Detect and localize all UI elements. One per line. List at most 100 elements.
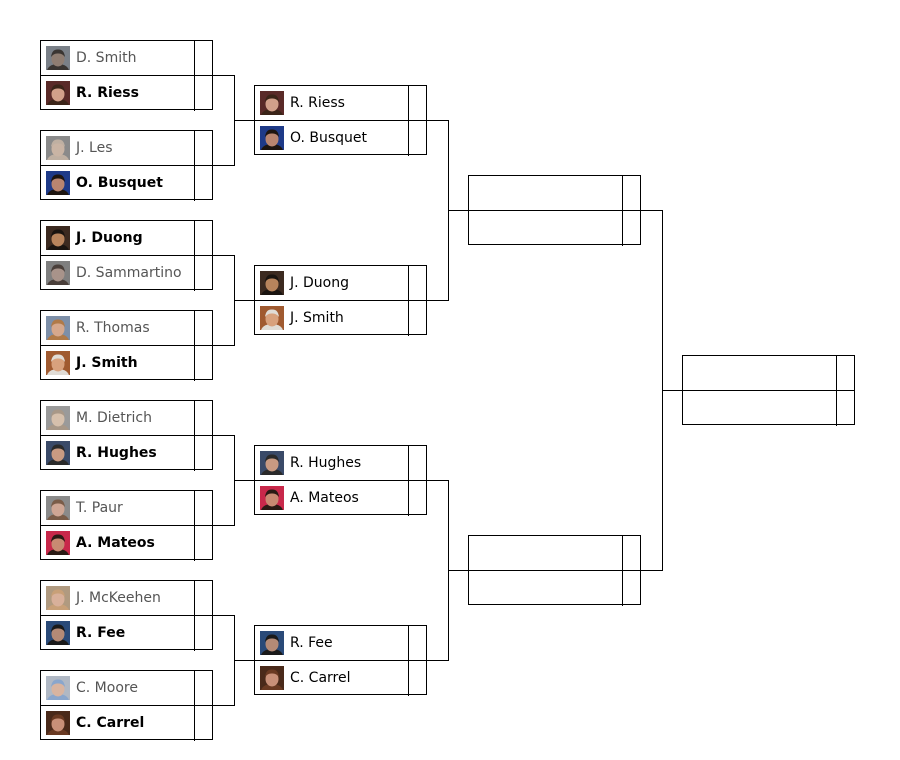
player-slot[interactable]: C. Carrel: [41, 706, 194, 741]
match-box: J. Duong J. Smith: [254, 265, 427, 336]
player-name: J. Les: [76, 140, 113, 156]
score-cell: [408, 481, 426, 516]
player-avatar: [46, 586, 70, 610]
player-slot[interactable]: [469, 211, 622, 246]
player-slot[interactable]: R. Hughes: [255, 446, 408, 481]
player-avatar: [260, 631, 284, 655]
player-name: D. Sammartino: [76, 265, 182, 281]
player-slot[interactable]: J. Les: [41, 131, 194, 166]
player-slot[interactable]: J. Smith: [255, 301, 408, 336]
player-slot[interactable]: R. Hughes: [41, 436, 194, 471]
player-name: A. Mateos: [290, 490, 359, 506]
player-name: D. Smith: [76, 50, 137, 66]
player-name: R. Riess: [76, 85, 139, 101]
connector-line: [213, 705, 234, 706]
player-slot[interactable]: J. Smith: [41, 346, 194, 381]
connector-line: [641, 570, 662, 571]
player-slot[interactable]: R. Thomas: [41, 311, 194, 346]
player-name: J. Duong: [290, 275, 350, 291]
player-slot[interactable]: [469, 536, 622, 571]
player-avatar: [46, 316, 70, 340]
player-slot[interactable]: M. Dietrich: [41, 401, 194, 436]
score-cell: [194, 491, 212, 526]
match-box: J. McKeehen R. Fee: [40, 580, 213, 651]
score-cell: [194, 526, 212, 561]
connector-line: [213, 615, 234, 616]
player-slot[interactable]: D. Sammartino: [41, 256, 194, 291]
connector-line: [427, 660, 448, 661]
score-cell: [194, 311, 212, 346]
player-slot[interactable]: R. Fee: [41, 616, 194, 651]
player-slot[interactable]: C. Carrel: [255, 661, 408, 696]
player-slot[interactable]: J. Duong: [41, 221, 194, 256]
player-slot[interactable]: [469, 571, 622, 606]
player-name: R. Fee: [76, 625, 126, 641]
player-avatar: [46, 171, 70, 195]
match-box: R. Riess O. Busquet: [254, 85, 427, 156]
match-box: J. Duong D. Sammartino: [40, 220, 213, 291]
score-cell: [408, 86, 426, 121]
connector-line: [213, 255, 234, 256]
connector-line: [427, 480, 448, 481]
score-cell: [836, 391, 854, 426]
player-avatar: [260, 666, 284, 690]
player-name: R. Thomas: [76, 320, 150, 336]
player-name: R. Hughes: [76, 445, 157, 461]
player-avatar: [46, 621, 70, 645]
match-box: R. Fee C. Carrel: [254, 625, 427, 696]
player-name: J. McKeehen: [76, 590, 161, 606]
player-slot[interactable]: [683, 356, 836, 391]
score-cell: [836, 356, 854, 391]
connector-line: [234, 120, 254, 121]
player-slot[interactable]: R. Riess: [255, 86, 408, 121]
player-avatar: [46, 46, 70, 70]
match-box: [468, 535, 641, 606]
score-cell: [194, 706, 212, 741]
connector-line: [427, 120, 448, 121]
player-slot[interactable]: D. Smith: [41, 41, 194, 76]
score-cell: [194, 221, 212, 256]
player-avatar: [46, 81, 70, 105]
player-slot[interactable]: A. Mateos: [41, 526, 194, 561]
player-slot[interactable]: J. Duong: [255, 266, 408, 301]
player-avatar: [46, 531, 70, 555]
score-cell: [194, 41, 212, 76]
player-avatar: [260, 451, 284, 475]
match-box: C. Moore C. Carrel: [40, 670, 213, 741]
match-box: R. Hughes A. Mateos: [254, 445, 427, 516]
connector-line: [213, 435, 234, 436]
player-slot[interactable]: R. Riess: [41, 76, 194, 111]
player-name: C. Carrel: [290, 670, 351, 686]
player-slot[interactable]: A. Mateos: [255, 481, 408, 516]
player-slot[interactable]: O. Busquet: [41, 166, 194, 201]
player-avatar: [46, 711, 70, 735]
player-avatar: [46, 441, 70, 465]
match-box: R. Thomas J. Smith: [40, 310, 213, 381]
player-slot[interactable]: O. Busquet: [255, 121, 408, 156]
player-name: C. Carrel: [76, 715, 145, 731]
player-slot[interactable]: [469, 176, 622, 211]
score-cell: [622, 536, 640, 571]
score-cell: [408, 446, 426, 481]
connector-line: [213, 75, 234, 76]
player-slot[interactable]: J. McKeehen: [41, 581, 194, 616]
player-slot[interactable]: T. Paur: [41, 491, 194, 526]
score-cell: [194, 436, 212, 471]
player-slot[interactable]: R. Fee: [255, 626, 408, 661]
connector-line: [234, 480, 254, 481]
score-cell: [408, 661, 426, 696]
connector-line: [662, 390, 682, 391]
match-box: D. Smith R. Riess: [40, 40, 213, 111]
connector-line: [234, 300, 254, 301]
match-box: J. Les O. Busquet: [40, 130, 213, 201]
connector-line: [427, 300, 448, 301]
player-name: O. Busquet: [290, 130, 367, 146]
score-cell: [194, 131, 212, 166]
player-name: A. Mateos: [76, 535, 155, 551]
score-cell: [194, 581, 212, 616]
score-cell: [622, 211, 640, 246]
player-slot[interactable]: [683, 391, 836, 426]
player-slot[interactable]: C. Moore: [41, 671, 194, 706]
connector-line: [234, 660, 254, 661]
